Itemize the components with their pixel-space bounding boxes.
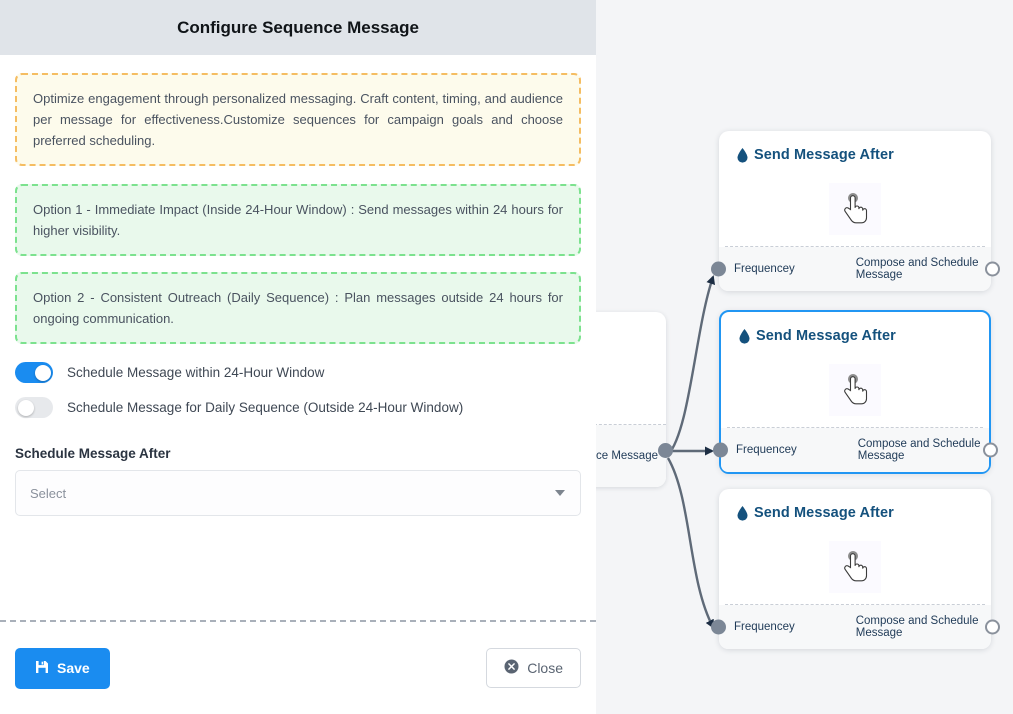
schedule-after-select[interactable]: Select bbox=[15, 470, 581, 516]
input-port[interactable] bbox=[713, 442, 728, 458]
flow-card-2[interactable]: Send Message After Frequencey Compose an… bbox=[713, 310, 998, 474]
card-title-text: Send Message After bbox=[756, 328, 896, 344]
card-compose-label: Compose and Schedule Message bbox=[857, 438, 981, 462]
card-footer: Frequencey Compose and Schedule Message bbox=[711, 605, 1000, 649]
output-port[interactable] bbox=[983, 442, 998, 458]
toggle-knob bbox=[17, 399, 34, 416]
card-header: Send Message After bbox=[719, 489, 991, 521]
card-header: Send Message After bbox=[721, 312, 989, 344]
droplet-icon bbox=[737, 147, 748, 163]
card-divider bbox=[725, 246, 985, 247]
card-title-text: Send Message After bbox=[754, 505, 894, 521]
card-footer: Frequencey Compose and Schedule Message bbox=[713, 428, 998, 472]
close-button-label: Close bbox=[527, 660, 563, 676]
card-footer: Frequencey Compose and Schedule Message bbox=[711, 247, 1000, 291]
toggle-label: Schedule Message within 24-Hour Window bbox=[67, 365, 325, 380]
output-port[interactable] bbox=[658, 443, 673, 458]
card-body: Send Message After bbox=[721, 312, 989, 427]
dialog-header: Configure Sequence Message bbox=[0, 0, 596, 55]
chevron-down-icon bbox=[555, 490, 565, 496]
dialog-footer: Save Close bbox=[0, 622, 596, 714]
save-button[interactable]: Save bbox=[15, 647, 110, 689]
card-body: Send Message After bbox=[719, 131, 991, 246]
input-port[interactable] bbox=[711, 261, 726, 277]
card-body: Send Message After bbox=[719, 489, 991, 604]
save-button-label: Save bbox=[57, 660, 90, 676]
toggle-row-daily-sequence[interactable]: Schedule Message for Daily Sequence (Out… bbox=[15, 397, 581, 418]
page-title: Configure Sequence Message bbox=[177, 17, 419, 37]
footer-divider bbox=[0, 620, 596, 622]
toggle-label: Schedule Message for Daily Sequence (Out… bbox=[67, 400, 464, 415]
toggle-row-24-hour[interactable]: Schedule Message within 24-Hour Window bbox=[15, 362, 581, 383]
droplet-icon bbox=[737, 505, 748, 521]
output-port[interactable] bbox=[985, 619, 1000, 635]
card-divider bbox=[725, 604, 985, 605]
toggle-knob bbox=[34, 364, 51, 381]
toggle-schedule-daily-sequence[interactable] bbox=[15, 397, 53, 418]
close-button[interactable]: Close bbox=[486, 648, 581, 688]
card-footer-compose-label: ce Message bbox=[595, 450, 658, 462]
floppy-disk-icon bbox=[35, 660, 49, 677]
configure-sequence-dialog: Configure Sequence Message Optimize enga… bbox=[0, 0, 596, 714]
output-port[interactable] bbox=[985, 261, 1000, 277]
dialog-body: Optimize engagement through personalized… bbox=[0, 55, 596, 620]
input-port[interactable] bbox=[711, 619, 726, 635]
card-compose-label: Compose and Schedule Message bbox=[855, 615, 979, 639]
card-compose-label: Compose and Schedule Message bbox=[855, 257, 979, 281]
circle-x-icon bbox=[504, 659, 519, 677]
card-frequency-label: Frequencey bbox=[734, 621, 795, 633]
flow-card-3[interactable]: Send Message After Frequencey Compose an… bbox=[711, 489, 1000, 649]
schedule-after-value: Select bbox=[30, 485, 67, 501]
info-note: Optimize engagement through personalized… bbox=[15, 73, 581, 166]
toggle-schedule-within-24-hour[interactable] bbox=[15, 362, 53, 383]
card-divider bbox=[727, 427, 983, 428]
pointing-hand-icon bbox=[829, 541, 881, 593]
card-title-text: Send Message After bbox=[754, 147, 894, 163]
flow-card-1[interactable]: Send Message After Frequencey Compose an… bbox=[711, 131, 1000, 291]
option-2-note: Option 2 - Consistent Outreach (Daily Se… bbox=[15, 272, 581, 344]
card-frequency-label: Frequencey bbox=[736, 444, 797, 456]
schedule-after-label: Schedule Message After bbox=[15, 446, 171, 461]
pointing-hand-icon bbox=[829, 364, 881, 416]
droplet-icon bbox=[739, 328, 750, 344]
card-header: Send Message After bbox=[719, 131, 991, 163]
pointing-hand-icon bbox=[829, 183, 881, 235]
card-frequency-label: Frequencey bbox=[734, 263, 795, 275]
option-1-note: Option 1 - Immediate Impact (Inside 24-H… bbox=[15, 184, 581, 256]
